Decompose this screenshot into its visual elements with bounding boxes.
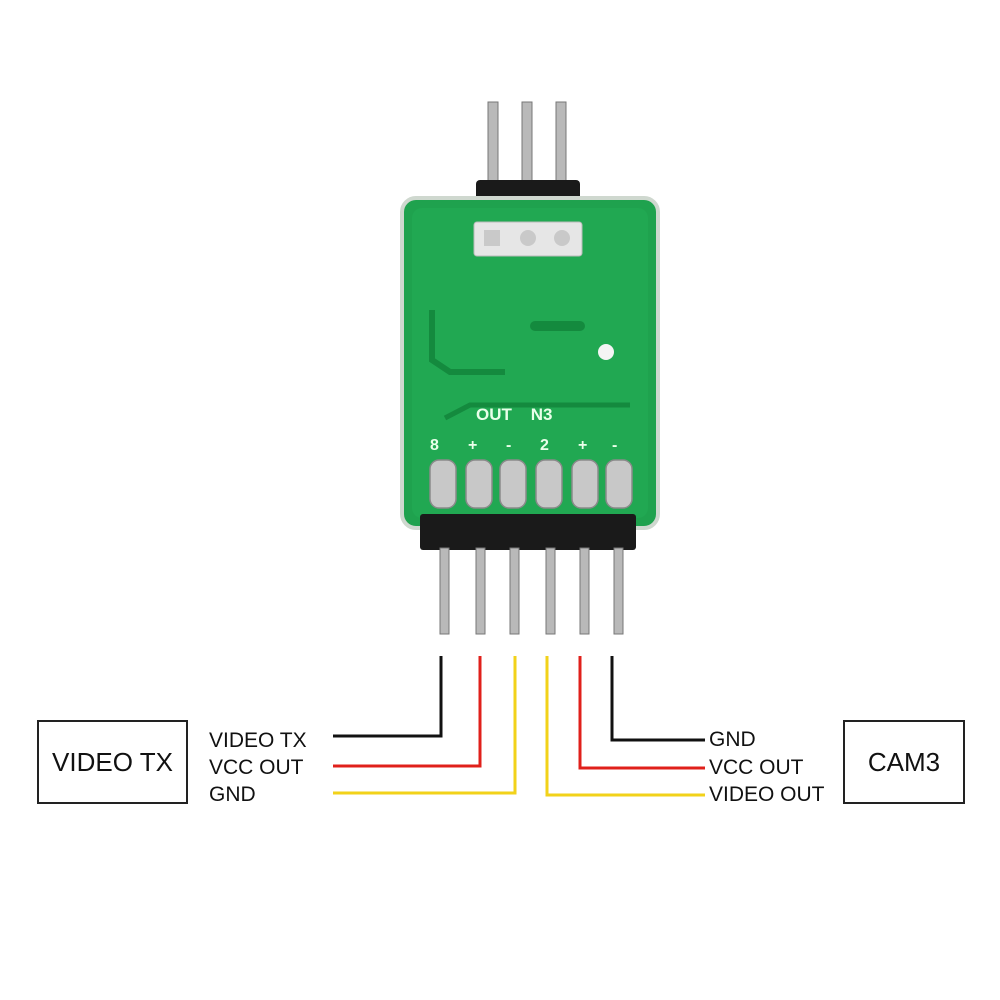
wire-red-left: [333, 656, 482, 768]
cam3-box: CAM3: [843, 720, 965, 804]
right-label-gnd: GND: [709, 728, 756, 751]
wire-red-right: [578, 656, 705, 770]
bottom-pin-header: [420, 514, 636, 635]
solder-joints: [429, 459, 633, 509]
video-tx-title: VIDEO TX: [52, 746, 173, 777]
pin-marks: 8 + - 2 + -: [430, 437, 617, 454]
mounting-dot: [598, 344, 614, 360]
wires: [333, 656, 705, 797]
left-label-video-tx: VIDEO TX: [209, 729, 307, 752]
left-label-vcc-out: VCC OUT: [209, 756, 304, 779]
pin-mark: 8: [430, 437, 439, 454]
wire-yellow-left: [333, 656, 517, 795]
pin-mark: +: [578, 437, 587, 454]
cam3-title: CAM3: [867, 746, 941, 777]
silk-out-n3: OUT N3: [476, 405, 553, 424]
top-pin-header: [476, 101, 580, 208]
wire-yellow-right: [545, 656, 705, 797]
wire-black-left: [333, 656, 443, 738]
pin-mark: -: [612, 437, 617, 454]
pin-mark: +: [468, 437, 477, 454]
left-label-gnd: GND: [209, 783, 256, 806]
right-label-vcc-out: VCC OUT: [709, 756, 804, 779]
pin-mark: -: [506, 437, 511, 454]
wire-black-right: [610, 656, 705, 742]
video-tx-box: VIDEO TX: [37, 720, 188, 804]
pcb-board: OUT N3 8 + - 2 + -: [400, 196, 660, 530]
pin-mark: 2: [540, 437, 549, 454]
right-label-video-out: VIDEO OUT: [709, 783, 825, 806]
